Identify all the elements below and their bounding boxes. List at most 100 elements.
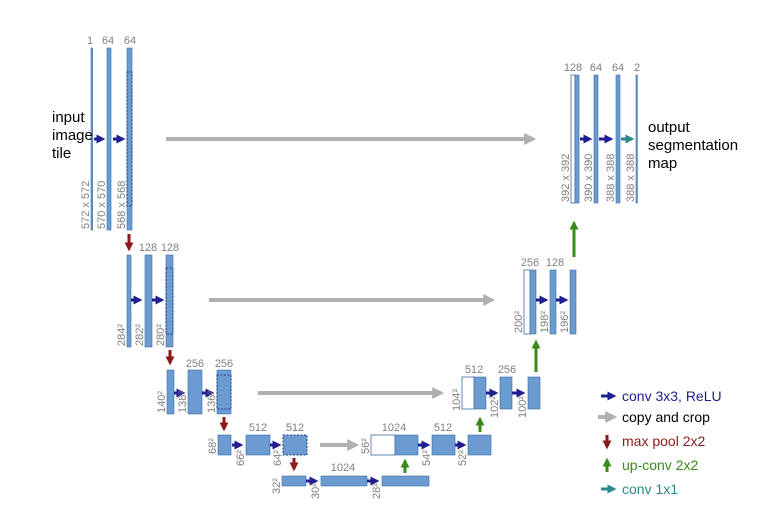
feature-map bbox=[90, 47, 93, 231]
size-label: 68² bbox=[207, 438, 219, 454]
size-label: 198² bbox=[539, 311, 551, 333]
channel-label: 256 bbox=[215, 358, 233, 370]
feature-map bbox=[615, 74, 621, 204]
size-label: 392 x 392 bbox=[560, 154, 572, 202]
size-label: 140² bbox=[156, 391, 168, 413]
encoder-level-1: 1 64 64 572 x 572 570 x 570 568 x 568 bbox=[80, 35, 136, 231]
cropped-copy bbox=[461, 376, 475, 410]
channel-label: 512 bbox=[249, 422, 267, 434]
feature-map bbox=[320, 475, 368, 487]
channel-label: 256 bbox=[498, 364, 516, 376]
size-label: 100² bbox=[517, 396, 529, 418]
channel-label: 1024 bbox=[331, 462, 355, 474]
feature-map bbox=[569, 269, 577, 335]
legend-label-conv1x1: conv 1x1 bbox=[622, 481, 678, 497]
feature-map bbox=[593, 74, 599, 204]
feature-map bbox=[549, 269, 557, 335]
feature-map bbox=[245, 434, 271, 456]
size-label: 32² bbox=[271, 478, 283, 494]
size-label: 200² bbox=[513, 311, 525, 333]
size-label: 28² bbox=[371, 483, 383, 499]
size-label: 52² bbox=[457, 450, 469, 466]
size-label: 390 x 390 bbox=[583, 154, 595, 202]
channel-label: 64 bbox=[124, 35, 136, 47]
size-label: 282² bbox=[134, 324, 146, 346]
decoder-level-4: 1024 512 56² 54² 52² bbox=[360, 422, 492, 466]
channel-label: 256 bbox=[186, 358, 204, 370]
feature-map bbox=[467, 434, 492, 456]
feature-map bbox=[187, 369, 203, 415]
output-text-line: map bbox=[648, 155, 677, 172]
channel-label: 512 bbox=[465, 364, 483, 376]
size-label: 280² bbox=[155, 324, 167, 346]
legend-label-copy: copy and crop bbox=[622, 409, 710, 425]
size-label: 568 x 568 bbox=[116, 181, 128, 229]
size-label: 138² bbox=[177, 391, 189, 413]
output-text-line: output bbox=[648, 119, 691, 136]
feature-map bbox=[394, 434, 419, 456]
size-label: 30² bbox=[310, 483, 322, 499]
output-text-line: segmentation bbox=[648, 137, 738, 154]
channel-label: 64 bbox=[102, 35, 114, 47]
crop-region bbox=[126, 71, 133, 207]
size-label: 102² bbox=[489, 396, 501, 418]
input-image-tile-label: input image tile bbox=[52, 109, 93, 162]
feature-map bbox=[106, 47, 112, 231]
feature-map bbox=[431, 434, 456, 456]
feature-map bbox=[527, 376, 541, 410]
channel-label: 128 bbox=[161, 242, 179, 254]
encoder-level-2: 128 128 284² 282² 280² bbox=[116, 242, 179, 348]
size-label: 104² bbox=[451, 389, 463, 411]
feature-map bbox=[499, 376, 513, 410]
size-label: 56² bbox=[360, 438, 372, 454]
channel-label: 512 bbox=[286, 422, 304, 434]
channel-label: 2 bbox=[634, 62, 640, 74]
size-label: 572 x 572 bbox=[80, 181, 92, 229]
feature-map bbox=[216, 369, 232, 415]
legend-label-conv: conv 3x3, ReLU bbox=[622, 388, 722, 404]
size-label: 64² bbox=[272, 450, 284, 466]
channel-label: 1 bbox=[87, 35, 93, 47]
channel-label: 128 bbox=[546, 257, 564, 269]
feature-map bbox=[281, 475, 307, 487]
legend-label-upconv: up-conv 2x2 bbox=[622, 457, 698, 473]
channel-label: 128 bbox=[564, 62, 582, 74]
channel-label: 128 bbox=[139, 242, 157, 254]
feature-map bbox=[144, 254, 153, 348]
input-text-line: image bbox=[52, 127, 93, 144]
feature-map bbox=[381, 475, 430, 487]
encoder-level-3: 256 256 140² 138² 136² bbox=[156, 358, 233, 415]
feature-map bbox=[217, 434, 232, 456]
channel-label: 512 bbox=[434, 422, 452, 434]
feature-map bbox=[574, 74, 580, 204]
legend: conv 3x3, ReLU copy and crop max pool 2x… bbox=[598, 388, 722, 497]
channel-label: 64 bbox=[612, 62, 624, 74]
size-label: 136² bbox=[206, 391, 218, 413]
size-label: 66² bbox=[235, 450, 247, 466]
input-text-line: tile bbox=[52, 145, 71, 162]
feature-map bbox=[473, 376, 487, 410]
output-map bbox=[635, 74, 638, 204]
decoder-level-2: 256 128 200² 198² 196² bbox=[513, 257, 577, 335]
channel-label: 64 bbox=[590, 62, 602, 74]
crop-region bbox=[216, 374, 232, 410]
size-label: 570 x 570 bbox=[96, 181, 108, 229]
size-label: 388 x 388 bbox=[625, 154, 637, 202]
crop-region bbox=[165, 267, 174, 335]
decoder-level-3: 512 256 104² 102² 100² bbox=[451, 364, 541, 418]
output-segmentation-map-label: output segmentation map bbox=[648, 119, 738, 172]
legend-label-pool: max pool 2x2 bbox=[622, 433, 705, 449]
size-label: 284² bbox=[116, 324, 128, 346]
feature-map bbox=[165, 254, 174, 348]
decoder-level-1: 128 64 64 2 392 x 392 390 x 390 388 x 38… bbox=[560, 62, 640, 204]
channel-label: 256 bbox=[521, 257, 539, 269]
input-text-line: input bbox=[52, 109, 85, 126]
size-label: 388 x 388 bbox=[605, 154, 617, 202]
feature-map bbox=[529, 269, 537, 335]
size-label: 54² bbox=[421, 450, 433, 466]
channel-label: 1024 bbox=[382, 422, 406, 434]
bottleneck: 1024 32² 30² 28² bbox=[271, 462, 430, 499]
feature-map bbox=[282, 434, 308, 456]
copy-arrows bbox=[166, 133, 537, 451]
